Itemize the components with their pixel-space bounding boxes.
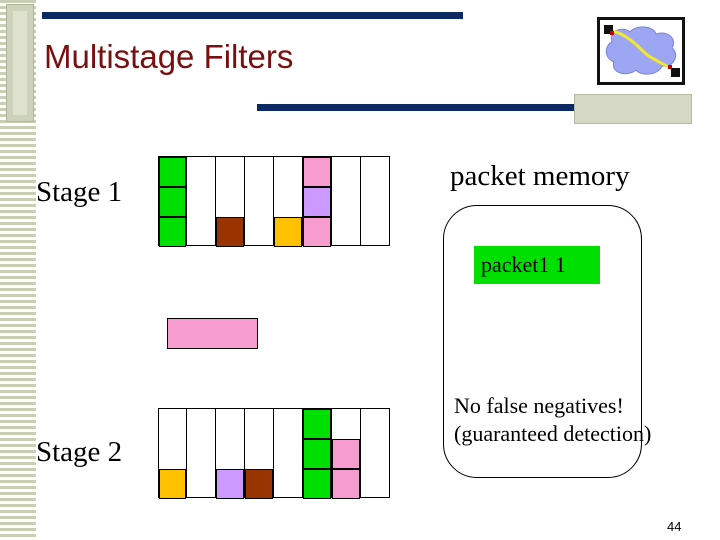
left-strip-emblem: [6, 4, 34, 122]
stage-2-counter-cell: [216, 469, 244, 499]
stage-1-counter-cell: [303, 157, 331, 187]
stage-1-column-5: [274, 156, 303, 247]
stage-1-counter-cell: [303, 187, 331, 217]
stage-2-column-2: [187, 408, 216, 498]
slide-title: Multistage Filters: [44, 38, 294, 75]
stage-2-column-8: [361, 408, 390, 498]
stage-1-column-4: [245, 156, 274, 246]
stage-1-counter-cell: [159, 217, 186, 247]
corner-decoration: [574, 94, 692, 124]
stage-1-column-8: [361, 156, 390, 246]
top-accent-bar: [42, 12, 463, 19]
stage-2-column-6: [303, 408, 332, 499]
stage-2-counter-cell: [303, 409, 331, 439]
stage-2-column-1: [158, 408, 187, 499]
stage-2-column-7: [332, 408, 361, 499]
stage-2-counter-cell: [303, 469, 331, 499]
network-logo-icon: [597, 17, 685, 85]
packet-memory-title: packet memory: [450, 160, 630, 192]
stage-1-column-6: [303, 156, 332, 247]
stage-2-counter-cell: [332, 439, 360, 469]
stage-2-column-3: [216, 408, 245, 499]
page-number: 44: [667, 519, 682, 534]
stage-2-counter-array: [158, 408, 390, 499]
memory-note: No false negatives! (guaranteed detectio…: [454, 392, 651, 448]
stage-1-counter-array: [158, 156, 390, 247]
stage-2-counter-cell: [303, 439, 331, 469]
stage-1-label: Stage 1: [36, 176, 123, 208]
stage-1-counter-cell: [216, 217, 244, 247]
stage-2-column-4: [245, 408, 274, 499]
note-line-2: (guaranteed detection): [454, 421, 652, 446]
title-underline-bar: [257, 104, 690, 111]
stage-2-counter-cell: [245, 469, 273, 499]
note-line-1: No false negatives!: [454, 393, 624, 418]
stage-1-counter-cell: [274, 217, 302, 247]
stage-2-column-5: [274, 408, 303, 498]
packet-memory-box: [443, 205, 642, 478]
stage-1-column-7: [332, 156, 361, 246]
stage-1-counter-cell: [303, 217, 331, 247]
stage-2-label: Stage 2: [36, 436, 123, 468]
stage-2-counter-cell: [332, 469, 360, 499]
stage-1-column-3: [216, 156, 245, 247]
stage-1-counter-cell: [159, 187, 186, 217]
stage-1-column-1: [158, 156, 187, 247]
stage-1-counter-cell: [159, 157, 186, 187]
stage-2-counter-cell: [159, 469, 186, 499]
stage-1-column-2: [187, 156, 216, 246]
packet-memory-entry: packet1 1: [474, 246, 600, 284]
incoming-packet-block: [167, 318, 258, 349]
